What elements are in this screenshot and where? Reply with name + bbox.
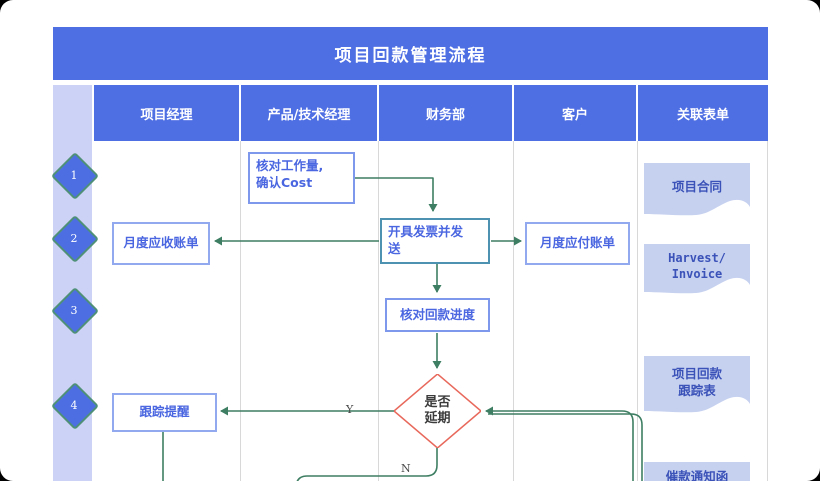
document-shape <box>644 244 750 294</box>
node-monthly-receivable: 月度应收账单 <box>112 222 210 265</box>
node-monthly-payable: 月度应付账单 <box>525 222 630 265</box>
lane-header-related-forms: 关联表单 <box>638 85 768 141</box>
step-number: 2 <box>70 231 78 245</box>
lane-header-finance-dept: 财务部 <box>379 85 512 141</box>
doc-label: 催款通知函 <box>665 469 729 481</box>
step-marker-1: 1 <box>50 151 100 201</box>
doc-harvest-invoice: Harvest/ Invoice <box>644 244 750 298</box>
lane-divider <box>378 141 379 481</box>
node-issue-invoice: 开具发票并发 送 <box>380 218 490 264</box>
lane-divider <box>513 141 514 481</box>
connector-workload-to-invoice <box>355 177 438 212</box>
lane-header-customer: 客户 <box>514 85 636 141</box>
lane-header-product-tech-manager: 产品/技术经理 <box>241 85 377 141</box>
step-number: 3 <box>70 303 78 317</box>
decision-overdue: 是否 延期 <box>394 374 481 448</box>
doc-project-contract: 项目合同 <box>644 163 750 220</box>
lane-header-project-manager: 项目经理 <box>94 85 239 141</box>
step-marker-3: 3 <box>50 286 100 336</box>
document-shape <box>644 356 750 413</box>
document-shape <box>644 163 750 216</box>
connector-decision-no-down <box>296 448 438 481</box>
document-shape <box>644 462 750 481</box>
page-title: 项目回款管理流程 <box>53 27 768 80</box>
branch-label-no: N <box>401 462 411 475</box>
branch-label-yes: Y <box>346 403 354 416</box>
node-check-progress: 核对回款进度 <box>385 298 490 332</box>
doc-label: Harvest/ Invoice <box>668 251 726 281</box>
decision-diamond-shape <box>394 374 481 448</box>
doc-label: 项目回款 跟踪表 <box>671 366 722 398</box>
lane-divider <box>240 141 241 481</box>
node-tracking-reminder: 跟踪提醒 <box>112 393 217 432</box>
doc-payment-tracking-table: 项目回款 跟踪表 <box>644 356 750 417</box>
step-number: 1 <box>70 168 78 182</box>
lane-divider <box>637 141 638 481</box>
step-number: 4 <box>70 398 78 412</box>
step-marker-2: 2 <box>50 214 100 264</box>
connector-feedback-inner <box>488 413 643 481</box>
doc-label: 项目合同 <box>671 179 722 195</box>
doc-payment-reminder: 催款通知函 <box>644 462 750 481</box>
lane-divider <box>767 141 768 481</box>
decision-label: 是否 延期 <box>424 394 451 426</box>
step-marker-4: 4 <box>50 381 100 431</box>
connector-feedback-outer <box>485 406 634 481</box>
node-check-workload: 核对工作量, 确认Cost <box>248 152 355 204</box>
